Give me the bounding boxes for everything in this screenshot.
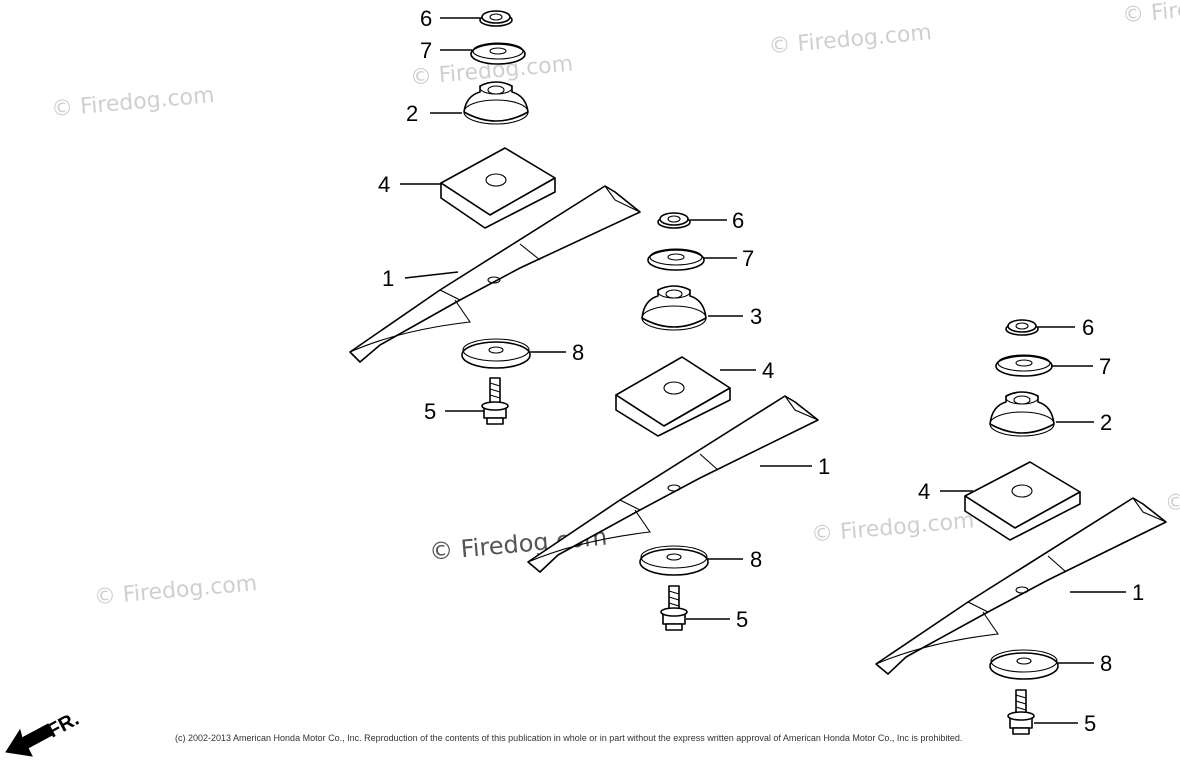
callout-7: 7 (420, 38, 432, 63)
front-arrow-icon (5, 723, 55, 757)
copyright-notice: (c) 2002-2013 American Honda Motor Co., … (175, 733, 962, 743)
callout-2: 2 (1100, 410, 1112, 435)
blade-assembly-c: 6 7 2 4 (875, 315, 1167, 736)
part-nut-6 (1005, 319, 1039, 336)
part-washer-8 (989, 649, 1059, 680)
part-blade-plate-4 (440, 147, 556, 229)
callout-7: 7 (1099, 354, 1111, 379)
callout-1: 1 (1132, 580, 1144, 605)
part-boss-2 (463, 81, 529, 125)
callout-4: 4 (762, 358, 774, 383)
front-label: FR. (44, 708, 83, 743)
part-bolt-5 (1007, 689, 1035, 735)
blade-assembly-b: 6 7 3 4 (527, 208, 830, 632)
part-washer-7 (470, 42, 526, 65)
front-direction-indicator: FR. (5, 708, 83, 757)
callout-8: 8 (1100, 651, 1112, 676)
callout-5: 5 (736, 607, 748, 632)
part-boss-2 (989, 391, 1055, 437)
part-blade-plate-4 (615, 356, 731, 437)
callout-8: 8 (750, 547, 762, 572)
part-boss-3 (641, 285, 707, 331)
part-blade-1 (527, 395, 819, 573)
part-bolt-5 (660, 585, 688, 631)
part-washer-7 (995, 354, 1053, 377)
part-nut-6 (479, 10, 513, 27)
part-bolt-5 (481, 377, 509, 425)
callout-4: 4 (378, 172, 390, 197)
part-blade-plate-4 (964, 461, 1081, 541)
part-washer-7 (647, 248, 705, 271)
watermark: © Firedog.com (768, 20, 933, 59)
part-washer-8 (639, 545, 709, 576)
part-blade-1 (349, 185, 641, 363)
watermark: © Firedog.com (810, 508, 975, 547)
callout-2: 2 (406, 101, 418, 126)
callout-8: 8 (572, 340, 584, 365)
watermark: © Firedog.com (50, 83, 215, 122)
watermark: © Firedog.com (1164, 477, 1180, 516)
callout-6: 6 (1082, 315, 1094, 340)
callout-4: 4 (918, 479, 930, 504)
callout-5: 5 (1084, 711, 1096, 736)
watermark: © Firedog.com (1121, 0, 1180, 28)
callout-3: 3 (750, 304, 762, 329)
callout-7: 7 (742, 246, 754, 271)
callout-1: 1 (818, 454, 830, 479)
callout-6: 6 (420, 6, 432, 31)
callout-5: 5 (424, 399, 436, 424)
callout-6: 6 (732, 208, 744, 233)
blade-assembly-a: 6 7 2 4 (349, 6, 641, 425)
watermark: © Firedog.com (93, 571, 258, 610)
part-washer-8 (461, 338, 531, 369)
part-nut-6 (657, 212, 691, 229)
part-blade-1 (875, 497, 1167, 675)
callout-1: 1 (382, 266, 394, 291)
